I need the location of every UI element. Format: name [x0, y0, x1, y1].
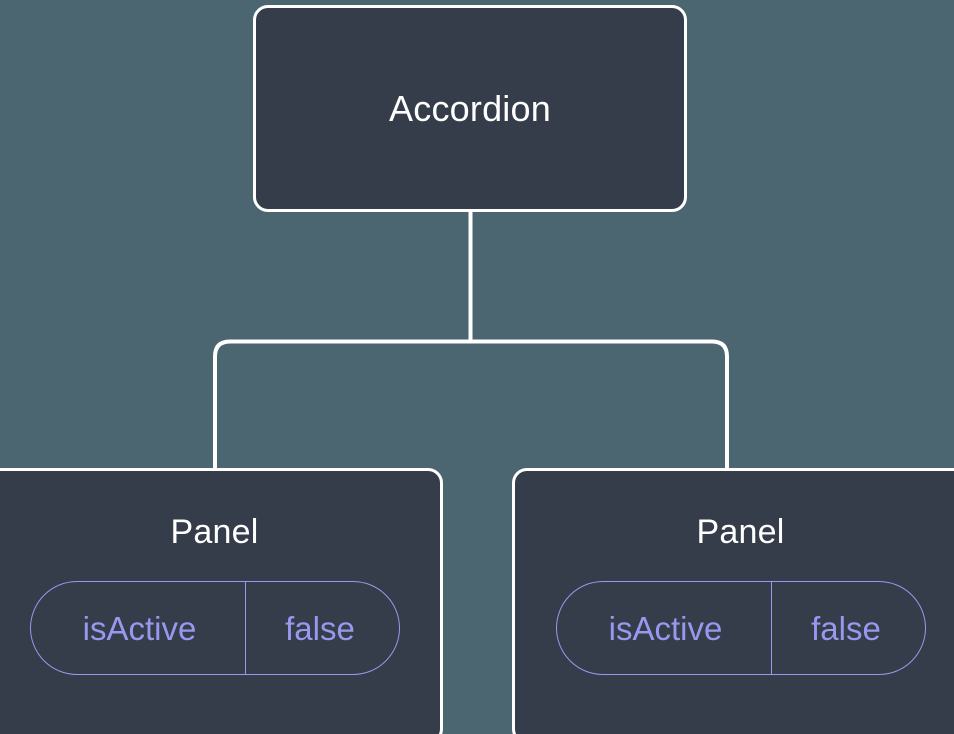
- node-accordion[interactable]: Accordion: [253, 5, 687, 212]
- prop-value-label: false: [244, 582, 399, 674]
- prop-key-label: isActive: [82, 609, 197, 647]
- node-panel-left-title: Panel: [170, 513, 259, 551]
- node-panel-left[interactable]: Panel isActive false: [0, 468, 443, 734]
- node-accordion-title: Accordion: [389, 87, 551, 129]
- prop-key-label: isActive: [608, 609, 723, 647]
- prop-value-label: false: [770, 582, 925, 674]
- node-panel-right[interactable]: Panel isActive false: [512, 468, 954, 734]
- node-panel-right-title: Panel: [696, 513, 785, 551]
- prop-badge-isactive-right[interactable]: isActive false: [555, 581, 926, 675]
- prop-badge-isactive-left[interactable]: isActive false: [29, 581, 400, 675]
- connector-branch-bus: [213, 339, 729, 471]
